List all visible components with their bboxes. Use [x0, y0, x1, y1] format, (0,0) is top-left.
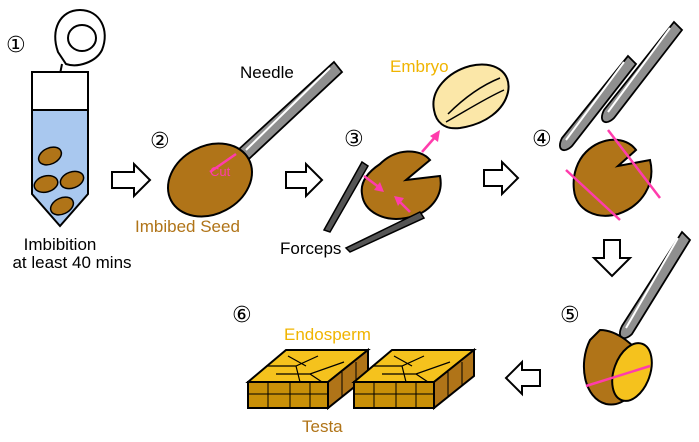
- needle-icon: [619, 230, 692, 340]
- tube-lid: [54, 8, 106, 75]
- endosperm-slab-left: [245, 347, 371, 411]
- step-5-number: ⑤: [560, 302, 580, 327]
- step-3-group: ③ Embryo Forceps: [280, 57, 510, 258]
- step-1-number: ①: [6, 32, 26, 57]
- press-arrowhead-left: [374, 182, 384, 192]
- step-2-group: ② Needle Cut Imbibed Seed: [135, 60, 344, 236]
- cut-line-left: [565, 169, 621, 221]
- imbibition-label: Imbibition: [24, 235, 97, 254]
- step-5-group: ⑤: [560, 230, 692, 406]
- endosperm-slab-right: [351, 347, 477, 411]
- forceps-icon: [322, 160, 426, 253]
- seed-segment-shape: [583, 328, 653, 406]
- testa-label: Testa: [302, 417, 343, 436]
- needle-label: Needle: [240, 63, 294, 82]
- imbibed-seed-shape: [166, 142, 254, 218]
- step-3-number: ③: [344, 126, 364, 151]
- seeds-in-tube: [33, 146, 85, 216]
- arrow-left-icon: [504, 359, 541, 397]
- step-4-group: ④: [532, 20, 684, 221]
- imbibition-duration-label: at least 40 mins: [12, 253, 131, 272]
- seed-opened-shape: [360, 150, 442, 220]
- arrow-right-icon: [111, 161, 152, 199]
- needle-icon: [559, 54, 638, 152]
- embryo-shape: [432, 63, 510, 130]
- pull-arrowhead: [430, 130, 440, 142]
- step-4-number: ④: [532, 126, 552, 151]
- press-arrowhead-right: [394, 196, 404, 206]
- arrow-right-icon: [483, 159, 520, 197]
- tube: [31, 71, 89, 228]
- cut-label: Cut: [210, 164, 231, 179]
- step-2-number: ②: [150, 128, 170, 153]
- cut-mark: [209, 152, 237, 174]
- step-6-group: ⑥ Endosperm Testa: [232, 302, 477, 436]
- arrow-right-icon: [285, 161, 324, 199]
- forceps-label: Forceps: [280, 239, 341, 258]
- embryo-label: Embryo: [390, 57, 449, 76]
- endosperm-label: Endosperm: [284, 325, 371, 344]
- seed-opened-shape: [572, 138, 653, 217]
- imbibed-seed-label: Imbibed Seed: [135, 217, 240, 236]
- cut-line-right: [607, 129, 661, 199]
- step-1-group: ① Imbibition at least 40 mins: [6, 8, 132, 272]
- needle-icon: [601, 20, 684, 124]
- arrow-down-icon: [591, 239, 633, 278]
- step-6-number: ⑥: [232, 302, 252, 327]
